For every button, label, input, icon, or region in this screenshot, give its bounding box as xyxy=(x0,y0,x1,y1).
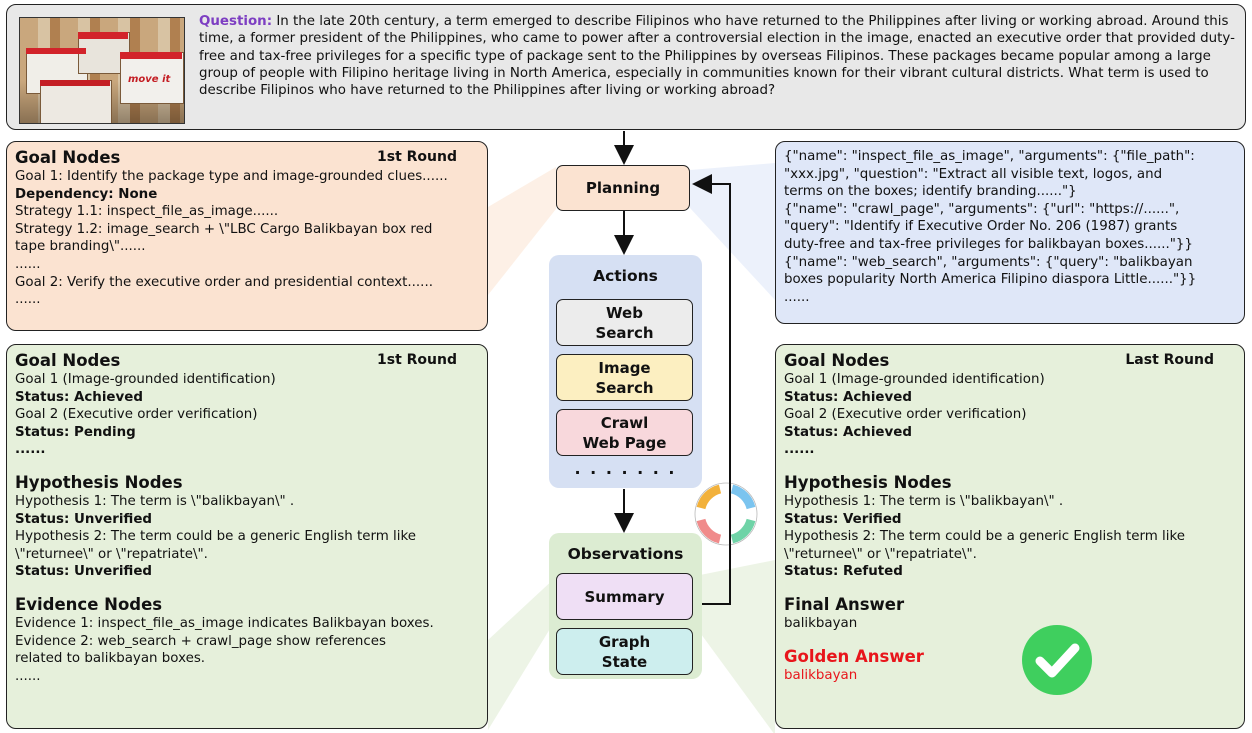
goal-2: Goal 2 (Executive order verification) xyxy=(784,407,1027,423)
tool-call-line: {"name": "inspect_file_as_image", "argum… xyxy=(784,149,1195,164)
evidence-2-cont: related to balikbayan boxes. xyxy=(15,651,206,667)
planning-line: tape branding\"...... xyxy=(15,239,146,255)
planning-goal-title: Goal Nodes xyxy=(15,148,121,167)
goal-1-status: Status: Achieved xyxy=(784,389,912,405)
evidence-2: Evidence 2: web_search + crawl_page show… xyxy=(15,633,386,649)
tool-call-line: boxes popularity North America Filipino … xyxy=(784,272,1197,288)
last-round-state-panel: Goal Nodes Last Round Goal 1 (Image-grou… xyxy=(775,344,1245,729)
tool-call-line: {"name": "web_search", "arguments": {"qu… xyxy=(784,254,1193,270)
feedback-loop-arrow xyxy=(692,174,731,605)
planning-line: ...... xyxy=(15,292,41,308)
planning-line: Strategy 1.2: image_search + \"LBC Cargo… xyxy=(15,221,433,237)
evidence-ellipsis: ...... xyxy=(15,668,41,684)
tool-call-line: terms on the boxes; identify branding...… xyxy=(784,184,1077,200)
goal-1-status: Status: Achieved xyxy=(15,389,143,405)
check-icon xyxy=(1022,625,1092,695)
tool-call-line: ...... xyxy=(784,289,810,305)
question-label: Question: xyxy=(199,14,273,29)
goal-nodes-title: Goal Nodes xyxy=(784,351,890,370)
tool-call-line: "query": "Identify if Executive Order No… xyxy=(784,219,1178,235)
hypothesis-nodes-title: Hypothesis Nodes xyxy=(15,472,183,492)
actions-title: Actions xyxy=(593,267,658,285)
box-logo-text: move it xyxy=(128,74,171,85)
hypothesis-1: Hypothesis 1: The term is \"balikbayan\"… xyxy=(15,493,295,509)
tool-call-line: "xxx.jpg", "question": "Extract all visi… xyxy=(784,166,1163,182)
final-answer-value: balikbayan xyxy=(784,615,858,631)
observations-title: Observations xyxy=(567,545,684,563)
first-round-state-panel: Goal Nodes 1st Round Goal 1 (Image-groun… xyxy=(6,344,488,729)
question-image: move it xyxy=(19,17,185,124)
planning-line: Goal 1: Identify the package type and im… xyxy=(15,169,448,184)
goal-1: Goal 1 (Image-grounded identification) xyxy=(15,372,276,387)
planning-line: Goal 2: Verify the executive order and p… xyxy=(15,274,433,290)
evidence-nodes-title: Evidence Nodes xyxy=(15,594,163,614)
planning-goal-panel: Goal Nodes 1st Round Goal 1: Identify th… xyxy=(6,141,488,331)
golden-answer-title: Golden Answer xyxy=(784,646,924,666)
hypothesis-2-status: Status: Refuted xyxy=(784,564,903,580)
hypothesis-2-cont: \"returnee\" or \"repatriate\". xyxy=(15,546,208,562)
goal-nodes-title: Goal Nodes xyxy=(15,351,121,370)
goal-ellipsis: ...... xyxy=(784,442,815,458)
summary-node: Summary xyxy=(556,573,693,620)
goal-2-status: Status: Achieved xyxy=(784,424,912,440)
final-answer-title: Final Answer xyxy=(784,594,905,614)
goal-1: Goal 1 (Image-grounded identification) xyxy=(784,372,1045,387)
round-label: Last Round xyxy=(1125,352,1214,368)
hypothesis-2: Hypothesis 2: The term could be a generi… xyxy=(15,529,417,545)
planning-round-label: 1st Round xyxy=(377,149,457,165)
evidence-1: Evidence 1: inspect_file_as_image indica… xyxy=(15,615,434,631)
hypothesis-2-status: Status: Unverified xyxy=(15,564,153,580)
planning-node: Planning xyxy=(556,165,690,211)
refresh-cycle-icon xyxy=(694,482,758,546)
question-body: In the late 20th century, a term emerged… xyxy=(199,14,1235,99)
hypothesis-2-cont: \"returnee\" or \"repatriate\". xyxy=(784,546,977,562)
hypothesis-1-status: Status: Verified xyxy=(784,511,902,527)
hypothesis-nodes-title: Hypothesis Nodes xyxy=(784,472,952,492)
question-text: Question: In the late 20th century, a te… xyxy=(199,13,1245,99)
goal-ellipsis: ...... xyxy=(15,442,46,458)
golden-answer-value: balikbayan xyxy=(784,667,858,683)
hypothesis-1-status: Status: Unverified xyxy=(15,511,153,527)
planning-line: Strategy 1.1: inspect_file_as_image.....… xyxy=(15,204,279,220)
goal-2-status: Status: Pending xyxy=(15,424,136,440)
planning-line: ...... xyxy=(15,256,41,272)
tool-calls-panel: {"name": "inspect_file_as_image", "argum… xyxy=(775,141,1245,324)
actions-more: . . . . . . . xyxy=(574,459,677,478)
hypothesis-2: Hypothesis 2: The term could be a generi… xyxy=(784,529,1186,545)
tool-call-line: duty-free and tax-free privileges for ba… xyxy=(784,236,1193,252)
goal-2: Goal 2 (Executive order verification) xyxy=(15,407,258,423)
planning-dependency: Dependency: None xyxy=(15,186,158,202)
hypothesis-1: Hypothesis 1: The term is \"balikbayan\"… xyxy=(784,493,1064,509)
question-box: move it Question: In the late 20th centu… xyxy=(6,4,1246,130)
round-label: 1st Round xyxy=(377,352,457,368)
tool-call-line: {"name": "crawl_page", "arguments": {"ur… xyxy=(784,201,1180,217)
